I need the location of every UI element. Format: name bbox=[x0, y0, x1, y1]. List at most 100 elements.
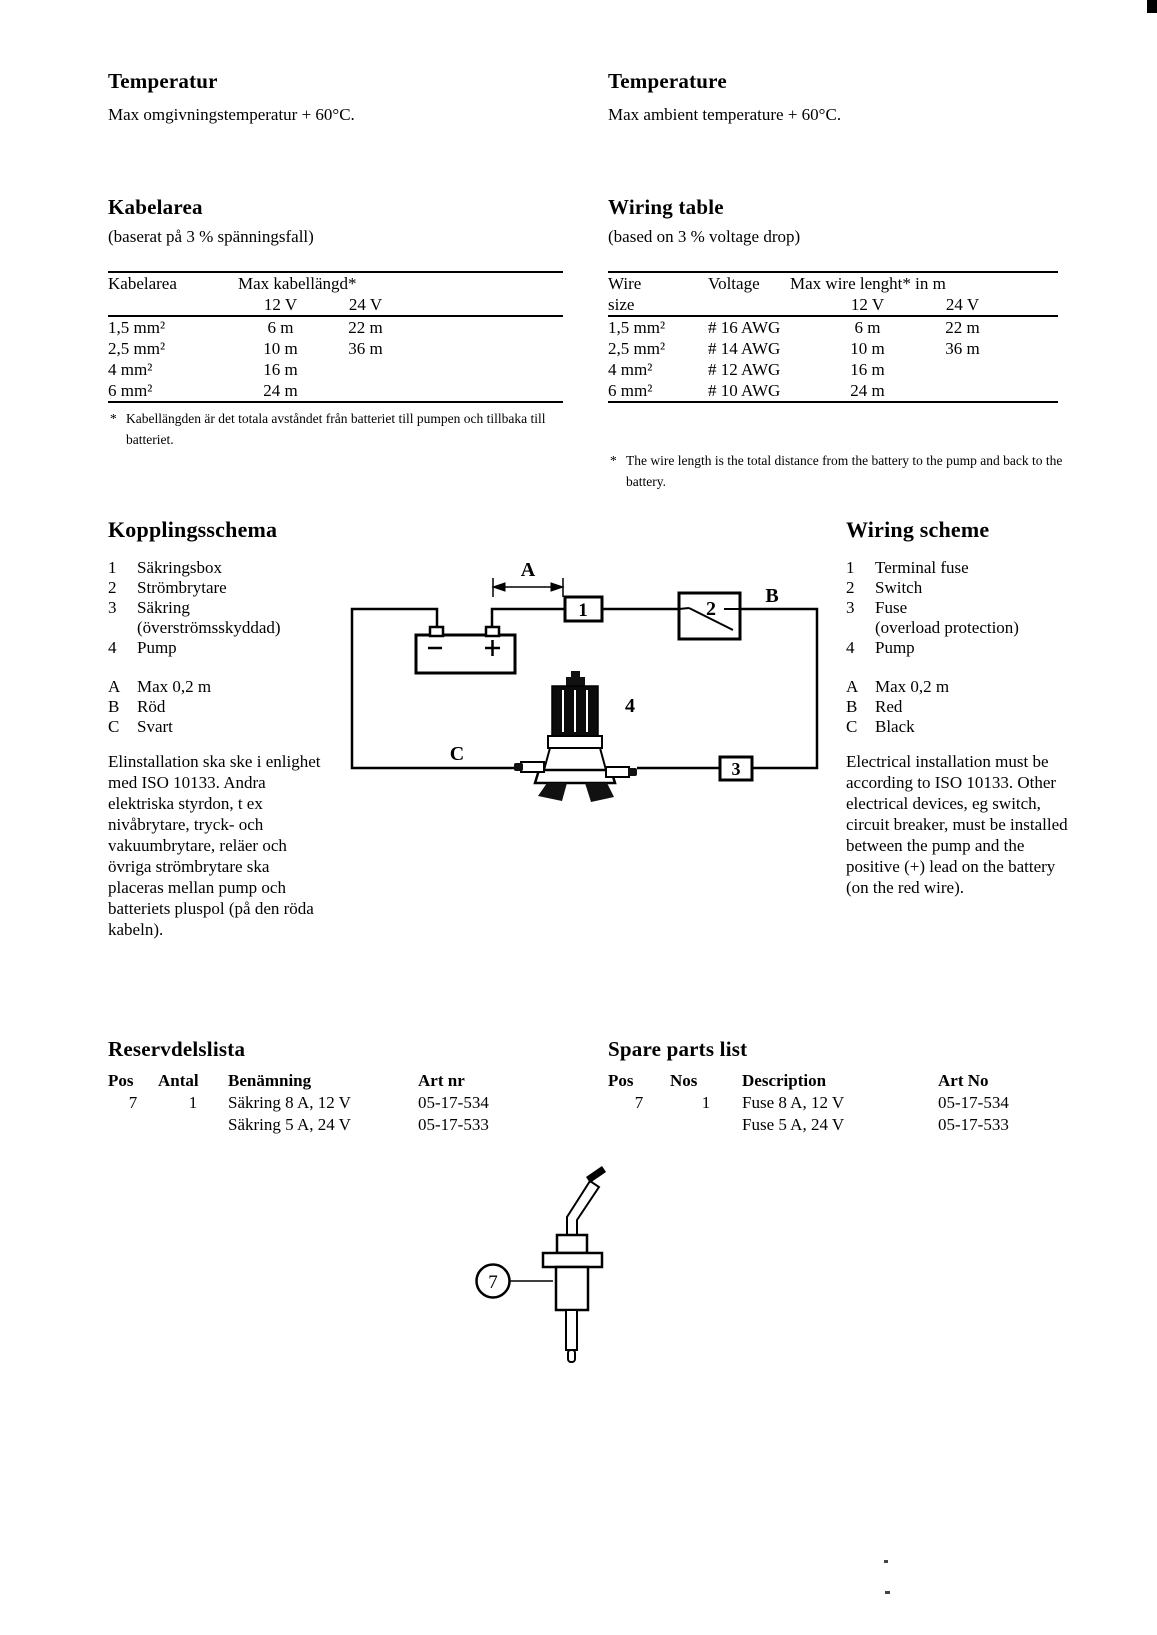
kabelarea-footnote: * Kabellängden är det totala avståndet f… bbox=[110, 408, 571, 450]
cell: 7 bbox=[634, 1093, 644, 1112]
wiring-table: Wire Voltage Max wire lenght* in m size … bbox=[608, 271, 1058, 403]
cell: 6 m bbox=[267, 317, 294, 337]
cell: 1 bbox=[188, 1093, 198, 1112]
spare-parts-title: Spare parts list bbox=[608, 1037, 748, 1061]
item-num: 2 bbox=[846, 578, 855, 597]
diagram-label-2: 2 bbox=[706, 598, 716, 620]
letter-label: Röd bbox=[137, 697, 166, 716]
item-label: Pump bbox=[137, 638, 177, 657]
cell: 1 bbox=[701, 1093, 711, 1112]
section-temperatur-sv: Temperatur Max omgivningstemperatur + 60… bbox=[108, 69, 548, 125]
cell: Säkring 5 A, 24 V bbox=[228, 1115, 351, 1134]
cell: 05-17-534 bbox=[938, 1093, 1009, 1112]
terminal-fuse-box: 1 bbox=[563, 595, 604, 623]
letter: A bbox=[108, 677, 121, 696]
table-row: 6 mm² # 10 AWG 24 m bbox=[608, 380, 1058, 402]
reservdelslista-title: Reservdelslista bbox=[108, 1037, 246, 1061]
table-row: 7 1 Fuse 8 A, 12 V 05-17-534 bbox=[608, 1092, 1058, 1114]
wiring-footnote: * The wire length is the total distance … bbox=[610, 450, 1066, 492]
item-num: 3 bbox=[108, 598, 117, 617]
cell: # 10 AWG bbox=[708, 380, 781, 400]
diagram-label-c: C bbox=[450, 743, 464, 765]
cell: Fuse 8 A, 12 V bbox=[742, 1093, 845, 1112]
col-header: Antal bbox=[158, 1071, 199, 1090]
table-row: 7 1 Säkring 8 A, 12 V 05-17-534 bbox=[108, 1092, 548, 1114]
letter-label: Svart bbox=[137, 717, 173, 736]
table-row: 4 mm² # 12 AWG 16 m bbox=[608, 359, 1058, 380]
wiring-diagram: A 1 2 B 3 bbox=[350, 559, 819, 802]
cell: Fuse 5 A, 24 V bbox=[742, 1115, 845, 1134]
table-row: Säkring 5 A, 24 V 05-17-533 bbox=[108, 1114, 548, 1136]
table-row: 1,5 mm² 6 m 22 m bbox=[108, 316, 563, 338]
cell: 16 m bbox=[850, 359, 885, 379]
callout-7: 7 bbox=[475, 1263, 553, 1299]
section-text: Max ambient temperature + 60°C. bbox=[608, 105, 842, 125]
letter-label: Max 0,2 m bbox=[137, 677, 212, 696]
cell: 4 mm² bbox=[608, 359, 653, 379]
wiring-scheme-title: Wiring scheme bbox=[846, 517, 990, 542]
cell bbox=[323, 359, 408, 380]
cell: 22 m bbox=[945, 317, 980, 337]
table-row: 2,5 mm² 10 m 36 m bbox=[108, 338, 563, 359]
col-subheader: 24 V bbox=[915, 294, 1010, 317]
cell: 36 m bbox=[348, 338, 383, 358]
cell: 22 m bbox=[348, 317, 383, 337]
section-text: Max omgivningstemperatur + 60°C. bbox=[108, 105, 355, 125]
item-label: Switch bbox=[875, 578, 923, 597]
scan-speck bbox=[885, 1591, 890, 1594]
item-label: Pump bbox=[875, 638, 915, 657]
diagram-label-b: B bbox=[765, 585, 778, 607]
switch-box: 2 bbox=[677, 591, 742, 641]
item-num: 4 bbox=[846, 638, 855, 657]
letter: A bbox=[846, 677, 859, 696]
section-temperature-en: Temperature Max ambient temperature + 60… bbox=[608, 69, 1048, 125]
footnote-text: Kabellängden är det totala avståndet frå… bbox=[126, 411, 546, 447]
item-label: Terminal fuse bbox=[875, 558, 969, 577]
section-title: Temperatur bbox=[108, 69, 218, 93]
col-header: Pos bbox=[608, 1071, 634, 1090]
fuse-box: 3 bbox=[718, 755, 754, 782]
col-subheader: 12 V bbox=[820, 294, 915, 317]
fuse-part-figure: 7 bbox=[475, 1166, 606, 1363]
kabelarea-title: Kabelarea bbox=[108, 195, 203, 219]
diagram-label-4: 4 bbox=[625, 695, 635, 717]
cell: 2,5 mm² bbox=[608, 338, 666, 358]
cell: # 14 AWG bbox=[708, 338, 781, 358]
cell: 05-17-533 bbox=[938, 1115, 1009, 1134]
battery-polarity bbox=[428, 640, 500, 656]
cell: # 16 AWG bbox=[708, 317, 781, 337]
item-label: Säkring bbox=[137, 598, 190, 617]
scan-speck bbox=[884, 1560, 888, 1563]
letter: B bbox=[846, 697, 858, 716]
cell: 10 m bbox=[850, 338, 885, 358]
item-label: Strömbrytare bbox=[137, 578, 227, 597]
section-title: Temperature bbox=[608, 69, 727, 93]
wire-tip bbox=[586, 1166, 606, 1183]
kabelarea-table: Kabelarea Max kabellängd* 12 V 24 V 1,5 … bbox=[108, 271, 563, 403]
item-label: (överströmsskyddad) bbox=[137, 618, 281, 637]
cell: 1,5 mm² bbox=[608, 317, 666, 337]
col-header: Wire bbox=[608, 274, 642, 293]
col-header: Pos bbox=[108, 1071, 134, 1090]
reservdelslista-table: Pos Antal Benämning Art nr 7 1 Säkring 8… bbox=[108, 1070, 548, 1136]
letter-label: Max 0,2 m bbox=[875, 677, 950, 696]
col-header: Art No bbox=[938, 1071, 989, 1090]
cell: 36 m bbox=[945, 338, 980, 358]
col-header: Kabelarea bbox=[108, 274, 177, 293]
cell: # 12 AWG bbox=[708, 359, 781, 379]
diagram-label-3: 3 bbox=[732, 759, 741, 779]
cell: 6 mm² bbox=[608, 380, 653, 400]
col-header: Art nr bbox=[418, 1071, 465, 1090]
letter: C bbox=[108, 717, 120, 736]
item-num: 1 bbox=[846, 558, 855, 577]
cell: 16 m bbox=[263, 359, 298, 379]
cell bbox=[323, 380, 408, 402]
item-label: Fuse bbox=[875, 598, 908, 617]
col-subheader: 24 V bbox=[323, 294, 408, 317]
fuse-drawing bbox=[541, 1166, 606, 1363]
col-header: Nos bbox=[670, 1071, 698, 1090]
